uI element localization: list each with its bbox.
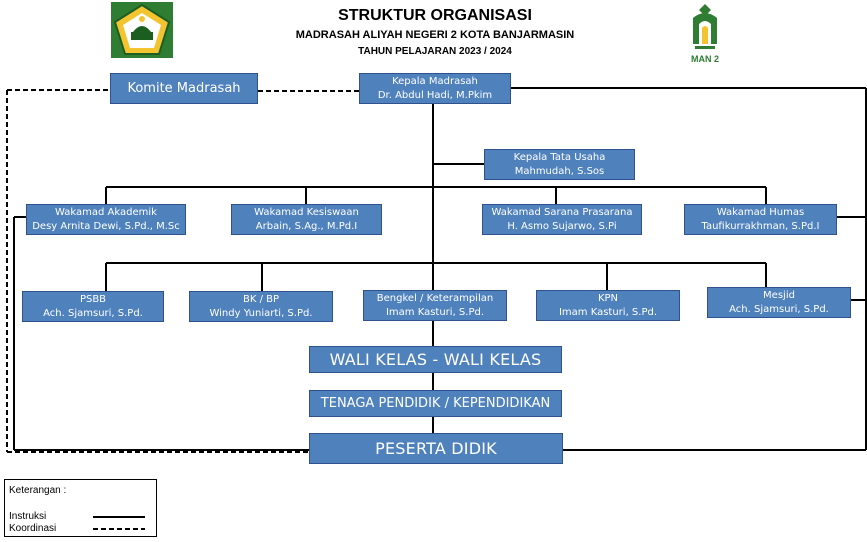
peserta-didik-label: PESERTA DIDIK xyxy=(375,438,497,458)
wakamad-kesiswaan-box: Wakamad Kesiswaan Arbain, S.Ag., M.Pd.I xyxy=(231,204,382,235)
page-subtitle: MADRASAH ALIYAH NEGERI 2 KOTA BANJARMASI… xyxy=(295,29,575,41)
page-title: STRUKTUR ORGANISASI xyxy=(338,7,532,24)
mesjid-role: Mesjid xyxy=(763,289,795,301)
wakamad-sarpras-box: Wakamad Sarana Prasarana H. Asmo Sujarwo… xyxy=(482,204,642,235)
psbb-name: Ach. Sjamsuri, S.Pd. xyxy=(43,307,143,319)
academic-year: TAHUN PELAJARAN 2023 / 2024 xyxy=(358,46,512,57)
akademik-role: Wakamad Akademik xyxy=(55,206,157,218)
tenaga-pendidik-box: TENAGA PENDIDIK / KEPENDIDIKAN xyxy=(309,390,562,417)
sarpras-role: Wakamad Sarana Prasarana xyxy=(491,206,633,218)
tu-name: Mahmudah, S.Sos xyxy=(514,165,605,177)
wakamad-humas-box: Wakamad Humas Taufikurrakhman, S.Pd.I xyxy=(684,204,837,235)
bk-role: BK / BP xyxy=(242,293,280,305)
bengkel-box: Bengkel / Keterampilan Imam Kasturi, S.P… xyxy=(363,290,507,321)
wakamad-akademik-box: Wakamad Akademik Desy Arnita Dewi, S.Pd.… xyxy=(26,204,186,235)
komite-label: Komite Madrasah xyxy=(127,80,241,96)
kepala-role: Kepala Madrasah xyxy=(392,75,478,87)
kesiswaan-name: Arbain, S.Ag., M.Pd.I xyxy=(255,220,358,232)
peserta-didik-box: PESERTA DIDIK xyxy=(309,433,563,464)
wali-kelas-label: WALI KELAS - WALI KELAS xyxy=(329,349,542,369)
bengkel-name: Imam Kasturi, S.Pd. xyxy=(385,306,485,318)
legend-title: Keterangan : xyxy=(9,485,67,496)
kesiswaan-role: Wakamad Kesiswaan xyxy=(254,206,359,218)
humas-name: Taufikurrakhman, S.Pd.I xyxy=(701,220,820,232)
kpn-box: KPN Imam Kasturi, S.Pd. xyxy=(536,290,680,321)
akademik-name: Desy Arnita Dewi, S.Pd., M.Sc xyxy=(32,220,180,232)
dashed-line-sample xyxy=(93,528,145,530)
kpn-name: Imam Kasturi, S.Pd. xyxy=(558,306,658,318)
komite-madrasah-box: Komite Madrasah xyxy=(110,73,258,104)
legend-item-instruksi: Instruksi xyxy=(9,511,149,523)
psbb-box: PSBB Ach. Sjamsuri, S.Pd. xyxy=(22,291,164,322)
legend-item-koordinasi: Koordinasi xyxy=(9,523,149,535)
bengkel-role: Bengkel / Keterampilan xyxy=(376,292,494,304)
kemenag-logo xyxy=(111,2,173,58)
sarpras-name: H. Asmo Sujarwo, S.Pi xyxy=(507,220,617,232)
humas-role: Wakamad Humas xyxy=(716,206,805,218)
mesjid-name: Ach. Sjamsuri, S.Pd. xyxy=(729,303,829,315)
kepala-madrasah-box: Kepala Madrasah Dr. Abdul Hadi, M.Pkim xyxy=(359,73,511,104)
tu-role: Kepala Tata Usaha xyxy=(513,151,606,163)
mesjid-box: Mesjid Ach. Sjamsuri, S.Pd. xyxy=(707,287,851,318)
legend-instruksi-label: Instruksi xyxy=(9,511,47,522)
solid-line-sample xyxy=(93,516,145,518)
kepala-tu-box: Kepala Tata Usaha Mahmudah, S.Sos xyxy=(484,149,635,180)
legend-koordinasi-label: Koordinasi xyxy=(9,523,57,534)
wali-kelas-box: WALI KELAS - WALI KELAS xyxy=(309,346,562,373)
bk-bp-box: BK / BP Windy Yuniarti, S.Pd. xyxy=(189,291,333,322)
bk-name: Windy Yuniarti, S.Pd. xyxy=(209,307,313,319)
legend-box: Keterangan : Instruksi Koordinasi xyxy=(4,479,157,537)
kpn-role: KPN xyxy=(597,292,619,304)
tenaga-pendidik-label: TENAGA PENDIDIK / KEPENDIDIKAN xyxy=(320,395,551,411)
psbb-role: PSBB xyxy=(79,293,107,305)
man2-logo-text: MAN 2 xyxy=(690,54,719,64)
man2-logo: MAN 2 xyxy=(685,2,725,72)
kepala-name: Dr. Abdul Hadi, M.Pkim xyxy=(377,89,493,101)
